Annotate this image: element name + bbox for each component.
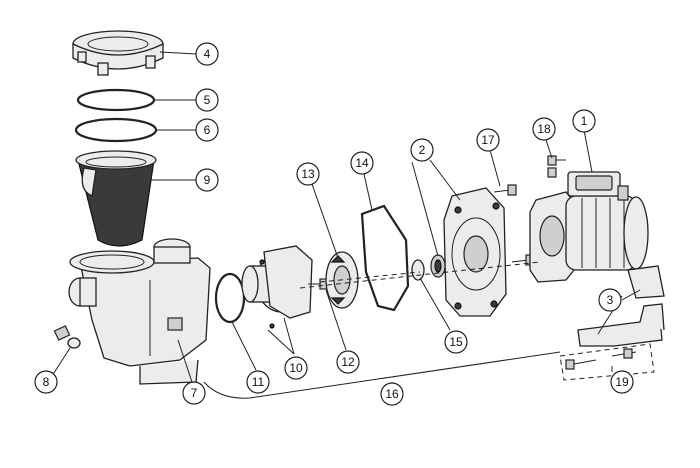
- callout-label: 17: [481, 133, 495, 147]
- drain-plug-part: [53, 325, 81, 349]
- o-ring-upper-part: [76, 88, 156, 112]
- callout-4: 4: [195, 42, 219, 66]
- callout-7: 7: [182, 381, 206, 405]
- callout-5: 5: [195, 88, 219, 112]
- callout-label: 14: [355, 156, 369, 170]
- callout-label: 5: [204, 93, 211, 107]
- callout-15: 15: [444, 330, 468, 354]
- seal-plate-gasket-part: [360, 204, 410, 312]
- callout-label: 4: [204, 47, 211, 61]
- motor-bolt-part: [547, 155, 566, 178]
- callout-label: 3: [607, 293, 614, 307]
- strainer-basket-part: [75, 150, 157, 247]
- housing-seal-part: [214, 272, 246, 324]
- motor-support-part: [577, 265, 665, 347]
- callout-9: 9: [195, 168, 219, 192]
- callout-label: 9: [204, 173, 211, 187]
- callout-16: 16: [380, 382, 404, 406]
- callout-label: 15: [449, 335, 463, 349]
- callout-3: 3: [598, 288, 622, 312]
- callout-2: 2: [410, 138, 434, 162]
- support-bolt-part: [565, 348, 637, 370]
- callout-label: 16: [385, 387, 399, 401]
- diffuser-part: [241, 245, 313, 329]
- callout-19: 19: [610, 370, 634, 394]
- callout-10: 10: [284, 356, 308, 380]
- callout-14: 14: [350, 151, 374, 175]
- callout-8: 8: [34, 370, 58, 394]
- callout-label: 1: [581, 114, 588, 128]
- callout-label: 2: [419, 143, 426, 157]
- callout-11: 11: [246, 370, 270, 394]
- callout-label: 10: [289, 361, 303, 375]
- callout-label: 12: [341, 355, 355, 369]
- pump-housing-part: [68, 238, 211, 385]
- callout-label: 18: [537, 122, 551, 136]
- callout-13: 13: [296, 162, 320, 186]
- callout-label: 11: [252, 375, 265, 389]
- shaft-seal-part: [411, 254, 446, 281]
- callout-label: 6: [204, 123, 211, 137]
- callout-label: 13: [301, 167, 315, 181]
- callout-6: 6: [195, 118, 219, 142]
- callout-18: 18: [532, 117, 556, 141]
- callout-1: 1: [572, 109, 596, 133]
- o-ring-lower-part: [74, 117, 158, 143]
- callout-17: 17: [476, 128, 500, 152]
- callout-label: 7: [191, 386, 198, 400]
- callout-label: 19: [615, 375, 629, 389]
- callout-label: 8: [43, 375, 50, 389]
- lid-ring-part: [72, 30, 164, 76]
- motor-part: [529, 171, 649, 283]
- callout-12: 12: [336, 350, 360, 374]
- seal-plate-part: [443, 187, 507, 317]
